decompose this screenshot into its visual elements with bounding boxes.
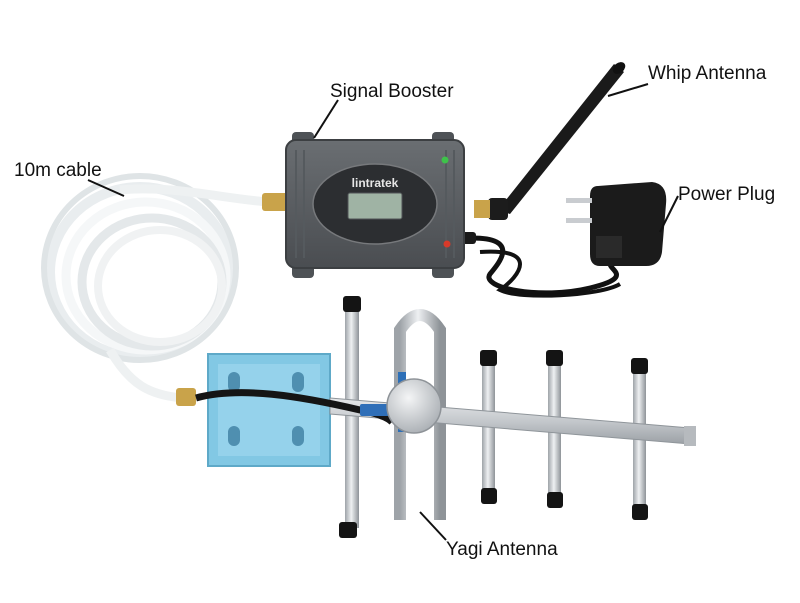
power-plug [448,182,667,298]
yagi-antenna-label: Yagi Antenna [446,539,558,560]
brand-logo-text: lintratek [352,176,399,190]
signal-booster-label: Signal Booster [330,81,454,102]
power-plug-label: Power Plug [678,184,776,205]
mounting-bracket [207,353,331,467]
coiled-cable [41,173,288,406]
whip-antenna [474,62,626,220]
leader-lines [87,83,679,541]
signal-booster-unit: lintratek [285,132,465,278]
yagi-antenna [195,296,696,538]
whip-antenna-label: Whip Antenna [648,63,767,84]
cable-label: 10m cable [14,160,102,181]
